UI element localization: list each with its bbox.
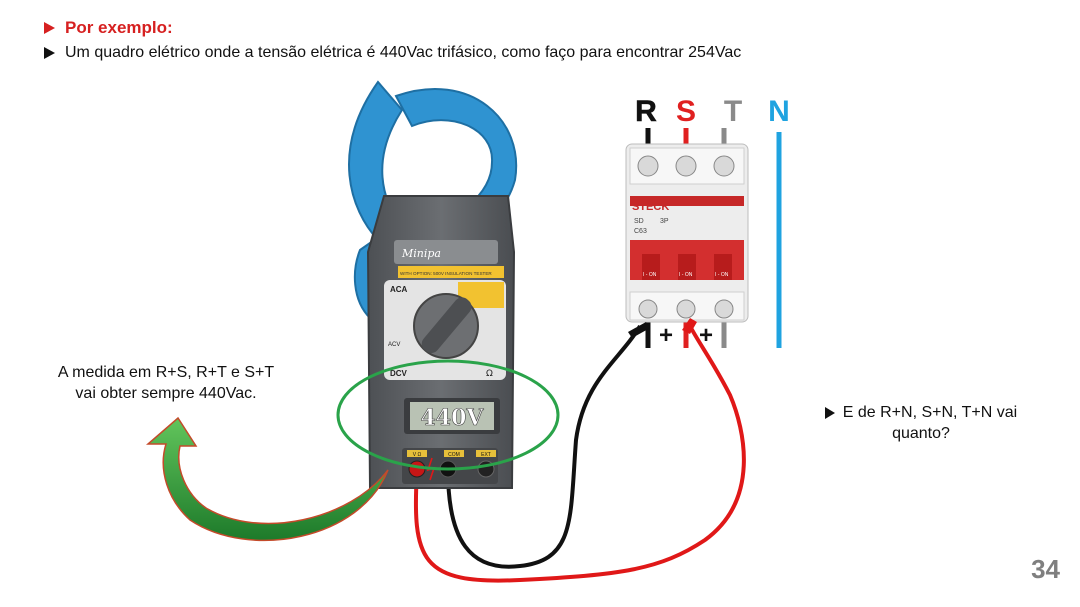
breaker-handle[interactable] bbox=[678, 254, 696, 280]
dial-dcv-label: DCV bbox=[390, 369, 408, 378]
note-line-voltage: A medida em R+S, R+T e S+T vai obter sem… bbox=[36, 362, 296, 404]
meter-display bbox=[410, 402, 494, 430]
red-probe-tip[interactable] bbox=[682, 318, 697, 334]
meter-brand: Minipa bbox=[401, 247, 441, 260]
dial-aca-label: ACA bbox=[390, 285, 408, 294]
breaker-switch-label: I - ON bbox=[715, 272, 729, 278]
bullet-arrow-icon bbox=[824, 406, 835, 419]
note-left-line1: A medida em R+S, R+T e S+T bbox=[57, 364, 275, 381]
meter-badge bbox=[398, 266, 504, 278]
terminal-screw-icon bbox=[713, 155, 735, 177]
breaker-brand-stripe bbox=[630, 196, 744, 206]
polarity-plus-label: + bbox=[699, 322, 713, 349]
meter-reading: 440V bbox=[421, 405, 485, 431]
breaker-model: SD bbox=[634, 218, 644, 225]
red-test-lead bbox=[413, 325, 746, 583]
breaker-handle[interactable] bbox=[642, 254, 660, 280]
breaker-brand: STECK bbox=[632, 201, 669, 213]
terminal-screw-icon bbox=[714, 299, 734, 319]
breaker-poles: 3P bbox=[660, 218, 669, 225]
meter-badge-text: WITH OPTION: 500V INSULATION TESTER bbox=[400, 271, 492, 276]
polarity-plus-label: + bbox=[659, 322, 673, 349]
dial-acv-label: ACV bbox=[388, 342, 400, 348]
page-number: 34 bbox=[1031, 554, 1060, 584]
clamp-meter: Minipa WITH OPTION: 500V INSULATION TEST… bbox=[348, 80, 518, 489]
phase-r-label: R bbox=[635, 95, 657, 128]
jack-v-label: V Ω bbox=[413, 452, 422, 458]
breaker-handle[interactable] bbox=[714, 254, 732, 280]
display-highlight-ellipse bbox=[336, 359, 560, 471]
terminal-screw-icon bbox=[676, 299, 696, 319]
meter-brand-plate bbox=[394, 240, 498, 264]
breaker-rating: C63 bbox=[634, 228, 647, 235]
jack-ext-label: EXT bbox=[481, 452, 491, 458]
terminal-screw-icon bbox=[637, 155, 659, 177]
dial-ohm-label: Ω bbox=[486, 369, 493, 379]
phase-s-label: S bbox=[676, 95, 696, 128]
terminal-screw-icon bbox=[675, 155, 697, 177]
curved-arrow-icon bbox=[145, 416, 389, 542]
note-right-line2: quanto? bbox=[892, 425, 950, 442]
phase-n-label: N bbox=[768, 95, 790, 128]
terminal-screw-icon bbox=[638, 299, 658, 319]
breaker-switch-label: I - ON bbox=[679, 272, 693, 278]
question-text: Um quadro elétrico onde a tensão elétric… bbox=[65, 44, 742, 61]
heading-line: Por exemplo: bbox=[44, 18, 173, 38]
black-probe-tip[interactable] bbox=[628, 322, 650, 338]
note-left-line2: vai obter sempre 440Vac. bbox=[75, 385, 257, 402]
phase-labels: R S T N bbox=[635, 95, 790, 129]
bullet-arrow-icon bbox=[44, 47, 55, 59]
jack-com-label: COM bbox=[448, 452, 460, 458]
rotary-selector-pointer[interactable] bbox=[419, 294, 475, 356]
jack-ext-plate bbox=[476, 450, 496, 457]
note-phase-neutral-question: E de R+N, S+N, T+N vai quanto? bbox=[806, 402, 1036, 444]
black-test-lead bbox=[446, 324, 642, 569]
bullet-arrow-icon bbox=[44, 22, 55, 34]
note-right-line1: E de R+N, S+N, T+N vai bbox=[842, 404, 1018, 421]
jack-v-plate bbox=[407, 450, 427, 457]
phase-bus bbox=[645, 128, 782, 348]
phase-t-label: T bbox=[724, 95, 742, 128]
heading-text: Por exemplo: bbox=[65, 18, 173, 37]
circuit-breaker: STECK SD 3P C63 I - ON I - ON I - ON bbox=[625, 143, 749, 323]
jack-com-plate bbox=[444, 450, 464, 457]
breaker-switch-label: I - ON bbox=[643, 272, 657, 278]
question-line: Um quadro elétrico onde a tensão elétric… bbox=[44, 44, 741, 62]
